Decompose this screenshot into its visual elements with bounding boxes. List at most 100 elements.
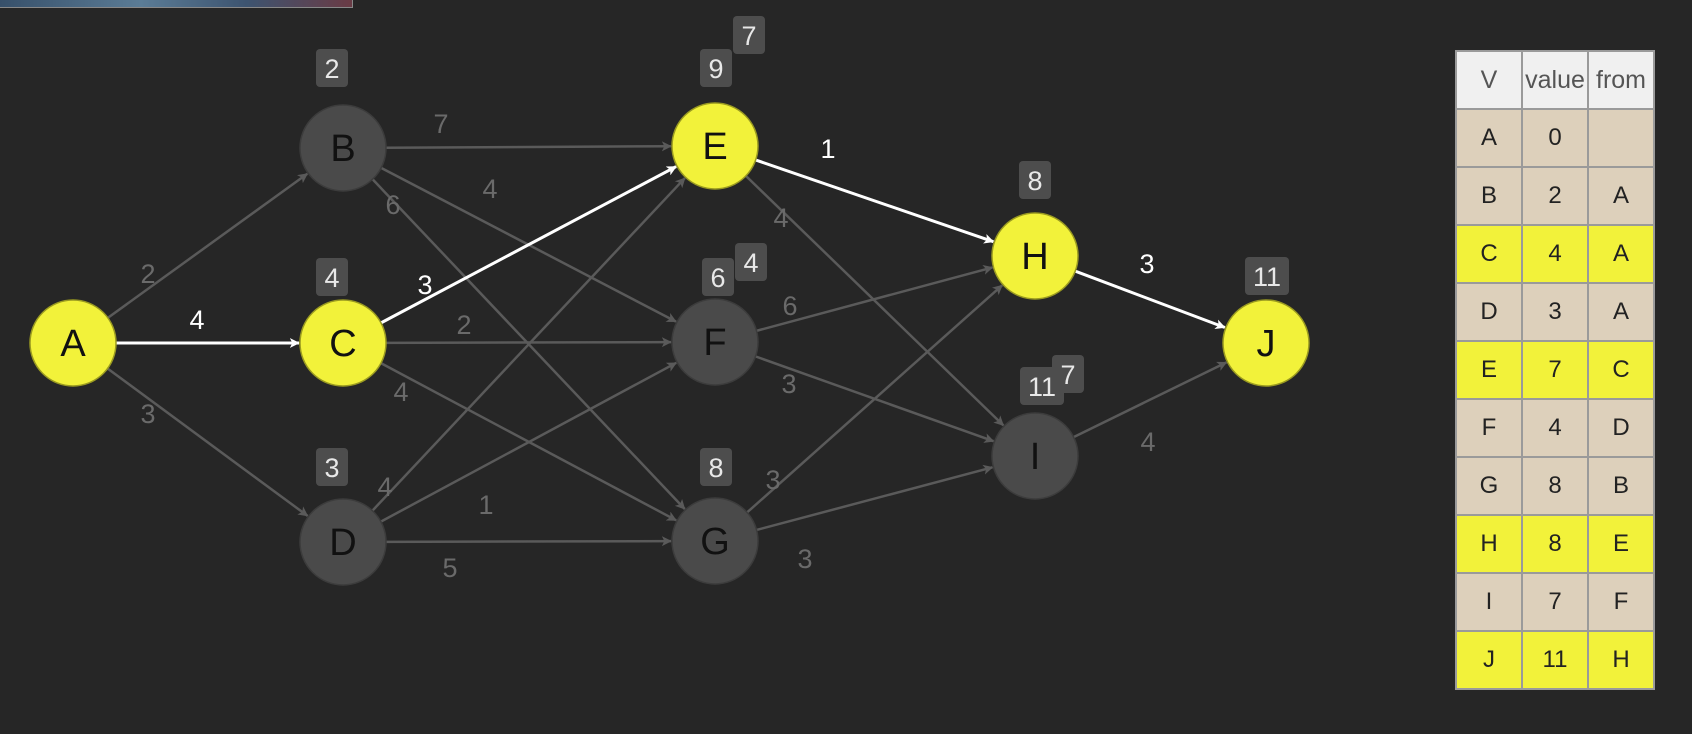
- node-circle: [1222, 299, 1310, 387]
- cell-value: 7: [1521, 572, 1589, 632]
- edge-weight-b-f: 4: [482, 174, 497, 204]
- edge-b-e: [383, 141, 672, 152]
- distance-badge: 8: [700, 448, 732, 486]
- cell-value: 4: [1521, 224, 1589, 284]
- media-thumbnail: [0, 0, 353, 8]
- node-label: E: [702, 126, 727, 168]
- node-circle: [671, 298, 759, 386]
- node-e[interactable]: E: [671, 102, 759, 190]
- table-header-row: V value from: [1455, 50, 1655, 110]
- cell-from: H: [1587, 630, 1655, 690]
- cell-vertex: I: [1455, 572, 1523, 632]
- cell-vertex: C: [1455, 224, 1523, 284]
- node-d[interactable]: D: [299, 498, 387, 586]
- node-i[interactable]: I: [991, 412, 1079, 500]
- node-label: I: [1030, 436, 1041, 478]
- cell-value: 8: [1521, 456, 1589, 516]
- edge-weight-e-h: 1: [820, 134, 835, 164]
- badge-box: [702, 258, 734, 296]
- node-label: H: [1021, 236, 1048, 278]
- badge-value: 3: [324, 453, 339, 483]
- distance-badge: 7: [733, 16, 765, 54]
- cell-vertex: G: [1455, 456, 1523, 516]
- node-circle: [671, 497, 759, 585]
- edge-weight-b-e: 7: [433, 109, 448, 139]
- badge-box: [316, 448, 348, 486]
- badge-box: [700, 49, 732, 87]
- node-circle: [671, 102, 759, 190]
- edge-weight-d-e: 4: [377, 472, 392, 502]
- cell-from: C: [1587, 340, 1655, 400]
- edge-weight-f-i: 3: [781, 369, 796, 399]
- cell-value: 11: [1521, 630, 1589, 690]
- distance-badge: 11: [1245, 257, 1289, 295]
- node-label: B: [330, 128, 355, 170]
- edge-weight-g-i: 3: [797, 544, 812, 574]
- badge-box: [1245, 257, 1289, 295]
- edge-i-j: [1071, 361, 1228, 440]
- node-g[interactable]: G: [671, 497, 759, 585]
- badge-box: [733, 16, 765, 54]
- node-label: C: [329, 323, 356, 365]
- cell-from: D: [1587, 398, 1655, 458]
- edge-weight-a-d: 3: [140, 399, 155, 429]
- badge-value: 7: [1060, 360, 1075, 390]
- node-j[interactable]: J: [1222, 299, 1310, 387]
- edge-g-i: [754, 464, 994, 532]
- badge-box: [316, 258, 348, 296]
- cell-vertex: J: [1455, 630, 1523, 690]
- node-circle: [991, 412, 1079, 500]
- badge-value: 11: [1253, 262, 1281, 292]
- edge-weight-e-i: 4: [773, 203, 788, 233]
- badge-value: 11: [1028, 372, 1056, 402]
- cell-value: 0: [1521, 108, 1589, 168]
- node-label: F: [703, 322, 726, 364]
- badge-value: 4: [743, 248, 758, 278]
- cell-vertex: A: [1455, 108, 1523, 168]
- edge-weight-a-c: 4: [189, 305, 204, 335]
- cell-vertex: E: [1455, 340, 1523, 400]
- header-value: value: [1521, 50, 1589, 110]
- cell-from: A: [1587, 224, 1655, 284]
- node-a[interactable]: A: [29, 299, 117, 387]
- edge-a-b: [105, 172, 309, 321]
- badge-box: [700, 448, 732, 486]
- cell-value: 3: [1521, 282, 1589, 342]
- edge-d-e: [370, 177, 686, 513]
- node-c[interactable]: C: [299, 299, 387, 387]
- edge-f-h: [754, 264, 994, 333]
- cell-vertex: F: [1455, 398, 1523, 458]
- badge-box: [735, 243, 767, 281]
- node-h[interactable]: H: [991, 212, 1079, 300]
- cell-value: 7: [1521, 340, 1589, 400]
- badge-box: [1052, 355, 1084, 393]
- distance-badge: 7: [1052, 355, 1084, 393]
- badge-box: [1019, 161, 1051, 199]
- cell-value: 2: [1521, 166, 1589, 226]
- badge-value: 8: [1027, 166, 1042, 196]
- node-f[interactable]: F: [671, 298, 759, 386]
- node-b[interactable]: B: [299, 104, 387, 192]
- edges-layer: [105, 141, 1228, 547]
- distance-badge: 6: [702, 258, 734, 296]
- distance-badge: 11: [1020, 367, 1064, 405]
- badge-value: 2: [324, 54, 339, 84]
- cell-from: E: [1587, 514, 1655, 574]
- badge-box: [316, 49, 348, 87]
- edge-c-f: [383, 337, 672, 348]
- node-label: G: [700, 521, 730, 563]
- edge-weight-g-h: 3: [765, 465, 780, 495]
- edge-d-f: [378, 361, 677, 524]
- distance-badge: 8: [1019, 161, 1051, 199]
- edge-weight-c-g: 4: [393, 377, 408, 407]
- cell-vertex: H: [1455, 514, 1523, 574]
- badge-value: 9: [708, 54, 723, 84]
